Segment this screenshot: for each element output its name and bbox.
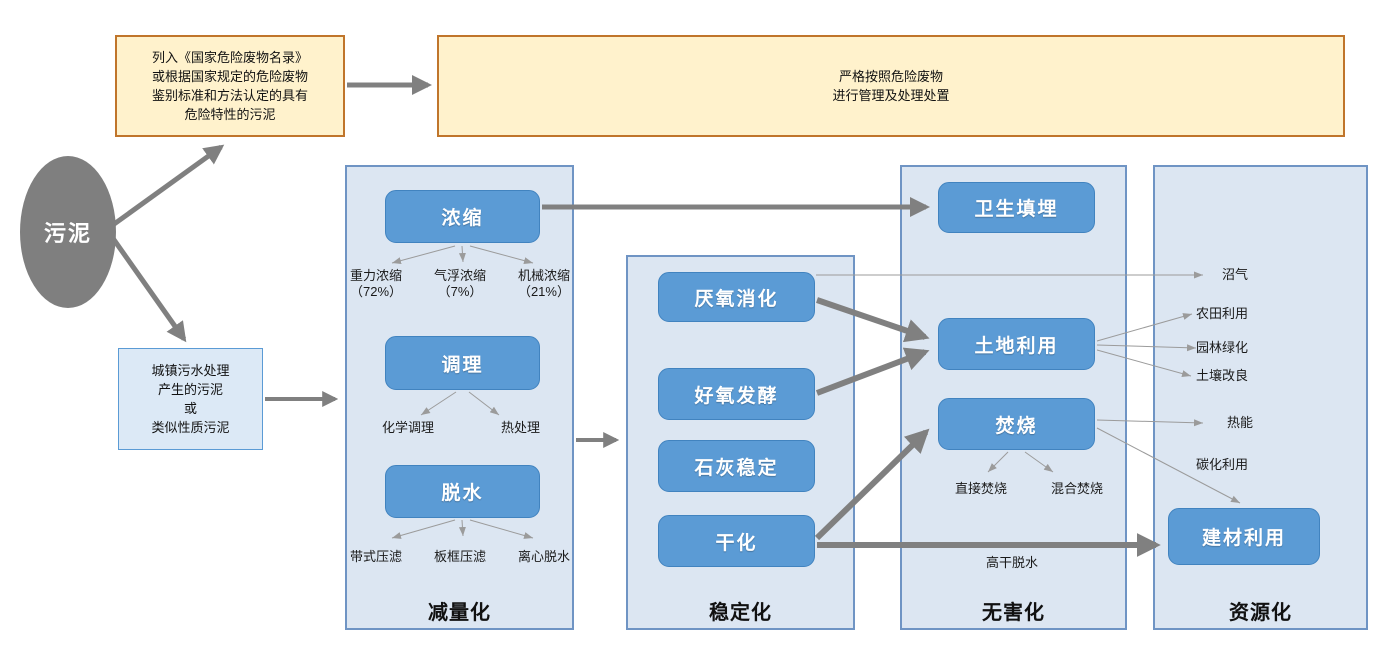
arrow-incineration-to-building-material bbox=[1096, 427, 1241, 504]
dewatering-method-centrifuge: 离心脱水 bbox=[517, 549, 570, 564]
label-reduction: 减量化 bbox=[428, 602, 491, 624]
box-conditioning: 调理 bbox=[385, 336, 540, 390]
incineration-methods: 直接焚烧 混合焚烧 bbox=[955, 481, 1103, 497]
box-dewatering: 脱水 bbox=[385, 465, 540, 518]
hazard-management-line: 进行管理及处理处置 bbox=[832, 88, 950, 103]
incineration-method-mixed: 混合焚烧 bbox=[1050, 481, 1103, 496]
conditioning-method-thermal: 热处理 bbox=[500, 420, 540, 435]
resource-landscaping: 园林绿化 bbox=[1196, 340, 1249, 355]
conditioning-methods: 化学调理 热处理 bbox=[382, 420, 540, 436]
arrow-incineration-to-heat bbox=[1096, 419, 1204, 427]
hazard-criteria-line: 危险特性的污泥 bbox=[184, 107, 276, 122]
panel-harmless bbox=[900, 165, 1127, 630]
arrow-sludge-to-hazard bbox=[108, 144, 225, 230]
arrow-conditioning-method-1 bbox=[420, 391, 457, 416]
municipal-sludge-line: 或 bbox=[183, 401, 197, 416]
label-resource: 资源化 bbox=[1229, 602, 1292, 624]
hazard-criteria-line: 或根据国家规定的危险废物 bbox=[151, 69, 308, 84]
source-sludge-label: 污泥 bbox=[43, 221, 92, 246]
box-sanitary-landfill: 卫生填埋 bbox=[938, 182, 1095, 233]
arrow-dewatering-method-1 bbox=[391, 519, 456, 539]
incineration-method-direct: 直接焚烧 bbox=[955, 481, 1008, 496]
box-drying: 干化 bbox=[658, 515, 815, 567]
box-dewatering-label: 脱水 bbox=[441, 483, 484, 504]
dewatering-methods: 带式压滤 板框压滤 离心脱水 bbox=[350, 549, 570, 565]
box-incineration: 焚烧 bbox=[938, 398, 1095, 450]
arrow-anaerobic-to-landuse bbox=[816, 297, 930, 343]
arrow-dewatering-method-3 bbox=[469, 519, 534, 539]
arrow-dewatering-method-2 bbox=[458, 519, 466, 537]
box-conditioning-label: 调理 bbox=[441, 354, 484, 376]
thickening-method-gravity: 重力浓缩 （72%） bbox=[350, 268, 403, 299]
hazard-management-box: 严格按照危险废物 进行管理及处理处置 bbox=[437, 35, 1345, 137]
municipal-sludge-line: 产生的污泥 bbox=[157, 382, 223, 397]
box-lime-stabilization: 石灰稳定 bbox=[658, 440, 815, 492]
hazard-criteria-box: 列入《国家危险废物名录》 或根据国家规定的危险废物 鉴别标准和方法认定的具有 危… bbox=[115, 35, 345, 137]
thickening-method-mechanical: 机械浓缩 （21%） bbox=[517, 268, 570, 299]
box-thickening-label: 浓缩 bbox=[441, 208, 484, 229]
arrow-thickening-method-1 bbox=[391, 245, 456, 265]
resource-farmland-use: 农田利用 bbox=[1196, 306, 1249, 321]
municipal-sludge-line: 城镇污水处理 bbox=[151, 363, 230, 378]
hazard-management-line: 严格按照危险废物 bbox=[838, 69, 943, 84]
box-thickening: 浓缩 bbox=[385, 190, 540, 243]
box-building-material: 建材利用 bbox=[1168, 508, 1320, 565]
arrow-drying-to-incineration bbox=[814, 428, 930, 541]
box-land-use: 土地利用 bbox=[938, 318, 1095, 370]
resource-heat-energy: 热能 bbox=[1227, 415, 1254, 430]
arrow-thickening-method-2 bbox=[458, 245, 466, 263]
thickening-methods: 重力浓缩 （72%） 气浮浓缩 （7%） 机械浓缩 （21%） bbox=[350, 268, 570, 300]
dewatering-method-belt: 带式压滤 bbox=[350, 549, 403, 564]
label-harmless: 无害化 bbox=[982, 602, 1045, 624]
note-high-dry-dewatering: 高干脱水 bbox=[985, 555, 1038, 570]
arrow-incineration-method-1 bbox=[987, 451, 1009, 473]
source-sludge-ellipse: 污泥 bbox=[20, 156, 116, 308]
resource-carbonization-use: 碳化利用 bbox=[1196, 457, 1249, 472]
thickening-method-flotation: 气浮浓缩 （7%） bbox=[433, 268, 486, 299]
resource-biogas: 沼气 bbox=[1222, 267, 1249, 282]
arrow-aerobic-to-landuse bbox=[815, 347, 930, 396]
arrow-thickening-method-3 bbox=[469, 245, 534, 265]
municipal-sludge-box: 城镇污水处理 产生的污泥 或 类似性质污泥 bbox=[118, 348, 263, 450]
box-anaerobic-digestion: 厌氧消化 bbox=[658, 272, 815, 322]
arrow-sludge-to-municipal bbox=[109, 235, 187, 343]
conditioning-method-chemical: 化学调理 bbox=[382, 420, 435, 435]
dewatering-method-plate: 板框压滤 bbox=[433, 549, 486, 564]
arrow-conditioning-method-2 bbox=[468, 391, 500, 416]
municipal-sludge-line: 类似性质污泥 bbox=[151, 420, 230, 435]
arrow-landuse-to-landscaping bbox=[1096, 344, 1197, 352]
hazard-criteria-line: 列入《国家危险废物名录》 bbox=[151, 50, 308, 65]
arrow-landuse-to-farmland bbox=[1096, 313, 1193, 342]
resource-soil-improvement: 土壤改良 bbox=[1196, 368, 1249, 383]
label-stabilization: 稳定化 bbox=[709, 602, 772, 624]
box-aerobic-fermentation: 好氧发酵 bbox=[658, 368, 815, 420]
hazard-criteria-line: 鉴别标准和方法认定的具有 bbox=[151, 88, 308, 103]
arrow-landuse-to-soil bbox=[1096, 349, 1192, 377]
arrow-incineration-method-2 bbox=[1024, 451, 1054, 473]
